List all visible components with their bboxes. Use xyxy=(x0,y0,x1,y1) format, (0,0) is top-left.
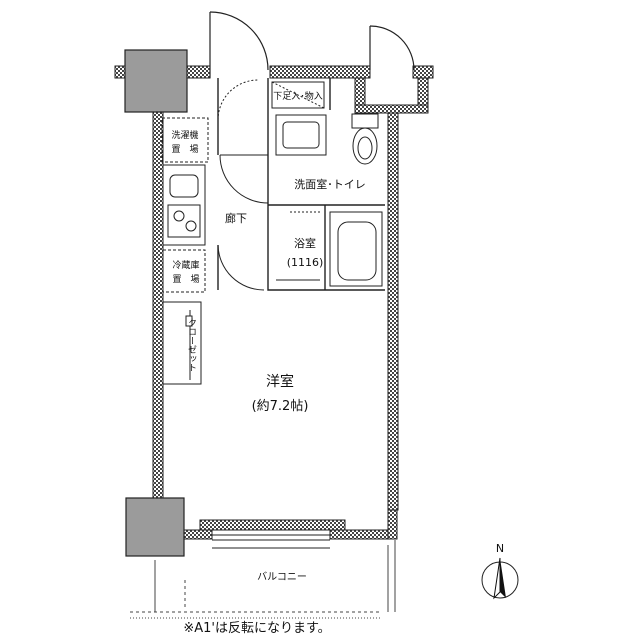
fridge-label-line2: 置 場 xyxy=(172,273,199,285)
fridge-label-line1: 冷蔵庫 xyxy=(172,259,199,271)
north-compass xyxy=(481,557,519,600)
balcony-window xyxy=(199,519,346,549)
washbasin xyxy=(275,114,327,156)
pipe-space-door xyxy=(369,25,415,71)
compass-north-label: N xyxy=(496,542,504,555)
bathroom-size: (1116) xyxy=(287,256,324,269)
corridor-label: 廊下 xyxy=(225,211,247,225)
structural-columns xyxy=(124,49,188,557)
washer-space xyxy=(161,117,209,163)
washer-label-line1: 洗濯機 xyxy=(171,129,198,141)
washroom-label: 洗面室･トイレ xyxy=(294,177,366,191)
interior-doors xyxy=(217,79,269,291)
bathtub xyxy=(276,211,383,287)
entrance-door xyxy=(209,11,269,78)
western-room-label: 洋室 xyxy=(266,373,294,390)
fridge-space xyxy=(162,249,206,293)
closet xyxy=(162,301,202,385)
kitchen-counter xyxy=(162,164,206,246)
shoe-storage-label: 下足入･物入 xyxy=(273,90,323,102)
closet-label: クローゼット xyxy=(186,318,197,372)
balcony-outline xyxy=(130,540,396,619)
western-room-size: (約7.2帖) xyxy=(252,399,309,414)
footnote-text: ※A1'は反転になります。 xyxy=(183,621,330,636)
washer-label-line2: 置 場 xyxy=(171,143,198,155)
toilet xyxy=(351,113,379,165)
shoe-storage-cabinet xyxy=(271,81,325,109)
bathroom-label: 浴室 xyxy=(294,236,316,250)
balcony-label: バルコニー xyxy=(257,571,307,583)
